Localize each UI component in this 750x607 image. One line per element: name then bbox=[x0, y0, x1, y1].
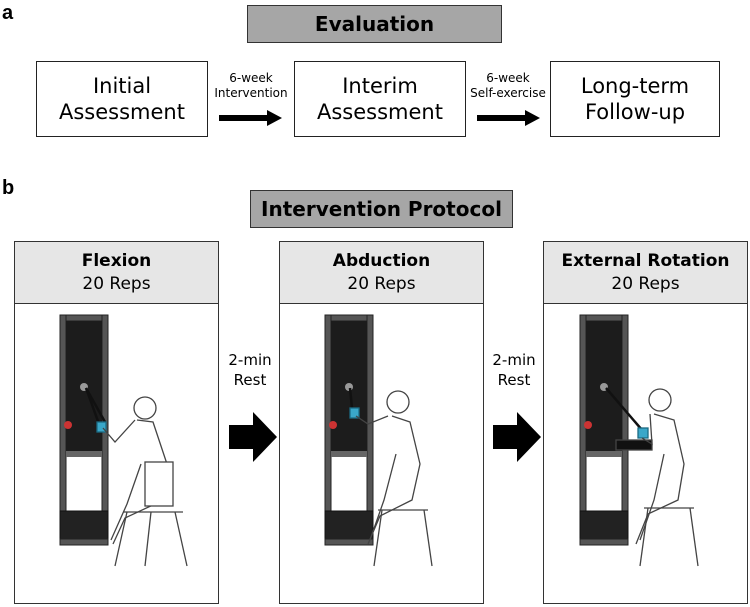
arrow-right-icon bbox=[477, 110, 540, 126]
rest-label-1: 2-min Rest bbox=[220, 350, 280, 390]
step-reps: 20 Reps bbox=[611, 273, 680, 294]
stage-initial-assessment: Initial Assessment bbox=[36, 61, 208, 137]
abduction-illustration bbox=[324, 314, 433, 567]
step-header: External Rotation 20 Reps bbox=[544, 242, 747, 304]
step-card-abduction: Abduction 20 Reps bbox=[279, 241, 484, 604]
rest-label-line1: 2-min bbox=[492, 351, 536, 369]
arrow-label-intervention: 6-week Intervention bbox=[201, 71, 301, 101]
step-card-external-rotation: External Rotation 20 Reps bbox=[543, 241, 748, 604]
step-card-flexion: Flexion 20 Reps bbox=[14, 241, 219, 604]
arrow-right-icon bbox=[219, 110, 282, 126]
arrow-label-self-exercise: 6-week Self-exercise bbox=[458, 71, 558, 101]
stage-interim-assessment: Interim Assessment bbox=[294, 61, 466, 137]
stage-line1: Long-term bbox=[580, 74, 690, 98]
training-device bbox=[579, 314, 629, 546]
step-reps: 20 Reps bbox=[82, 273, 151, 294]
stage-line2: Assessment bbox=[59, 100, 185, 124]
block-arrow-right-icon bbox=[493, 412, 541, 462]
rest-label-2: 2-min Rest bbox=[484, 350, 544, 390]
panel-label-b: b bbox=[2, 177, 15, 199]
block-arrow-right-icon bbox=[229, 412, 277, 462]
step-name: Flexion bbox=[81, 250, 152, 271]
arrow-label-line2: Intervention bbox=[214, 86, 288, 100]
step-name: Abduction bbox=[332, 250, 431, 271]
flexion-illustration bbox=[59, 314, 188, 567]
step-header: Flexion 20 Reps bbox=[15, 242, 218, 304]
arrow-label-line1: 6-week bbox=[229, 71, 273, 85]
panel-label-a: a bbox=[2, 2, 14, 24]
arrow-label-line1: 6-week bbox=[486, 71, 530, 85]
stage-line2: Assessment bbox=[317, 100, 443, 124]
person-figure bbox=[84, 387, 188, 567]
person-figure bbox=[605, 387, 699, 567]
step-header: Abduction 20 Reps bbox=[280, 242, 483, 304]
stage-line2: Follow-up bbox=[584, 100, 686, 124]
rest-label-line2: Rest bbox=[497, 371, 531, 389]
intervention-protocol-title: Intervention Protocol bbox=[250, 190, 513, 228]
training-device bbox=[324, 314, 374, 546]
arrow-label-line2: Self-exercise bbox=[470, 86, 546, 100]
person-figure bbox=[348, 387, 433, 567]
evaluation-title: Evaluation bbox=[247, 5, 502, 43]
stage-line1: Interim bbox=[342, 74, 418, 98]
stage-long-term-follow-up: Long-term Follow-up bbox=[550, 61, 720, 137]
rest-label-line2: Rest bbox=[233, 371, 267, 389]
rest-label-line1: 2-min bbox=[228, 351, 272, 369]
step-name: External Rotation bbox=[561, 250, 730, 271]
external-rotation-illustration bbox=[579, 314, 699, 567]
stage-line1: Initial bbox=[92, 74, 152, 98]
step-reps: 20 Reps bbox=[347, 273, 416, 294]
